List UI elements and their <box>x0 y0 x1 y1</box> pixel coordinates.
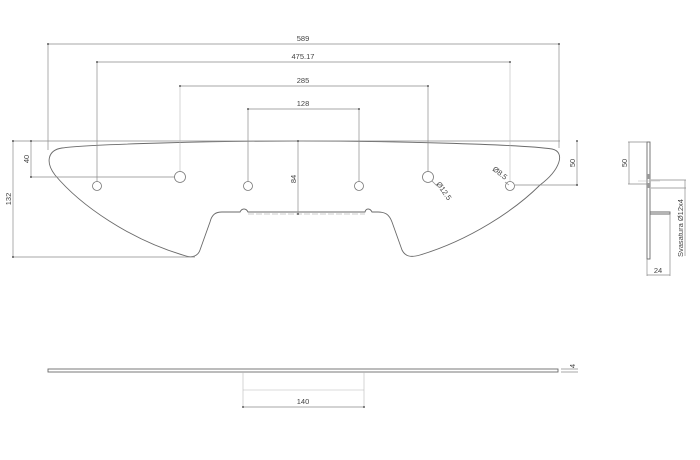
callout-d8-5: Ø8.5 <box>491 164 509 181</box>
dim-label-side-24: 24 <box>654 266 662 275</box>
countersink-mark <box>647 183 650 188</box>
dim-label-50: 50 <box>568 159 577 167</box>
dim-tick <box>558 43 560 45</box>
dim-tick <box>509 61 511 63</box>
side-bracket <box>650 211 671 215</box>
dim-label-132: 132 <box>4 193 13 206</box>
dim-tick <box>12 140 14 142</box>
hole-large <box>174 171 186 183</box>
dim-tick <box>576 140 578 142</box>
plate-outline <box>48 140 561 258</box>
side-plate <box>646 141 651 260</box>
dim-label-side-50: 50 <box>620 159 629 167</box>
dim-label-84: 84 <box>289 175 298 183</box>
dim-tick <box>47 43 49 45</box>
dim-tick <box>247 108 249 110</box>
dim-tick <box>358 108 360 110</box>
dim-label-285: 285 <box>297 76 310 85</box>
dim-tick <box>297 140 299 142</box>
dim-label-thickness: 4 <box>568 364 577 368</box>
bottom-view: 140 4 <box>47 364 578 408</box>
dim-tick <box>12 256 14 258</box>
dim-tick <box>96 61 98 63</box>
countersink-mark <box>647 174 650 179</box>
dim-tick <box>576 184 578 186</box>
dim-tick <box>179 85 181 87</box>
hole-large <box>422 171 434 183</box>
dim-label-475-17: 475.17 <box>292 52 315 61</box>
dim-label-140: 140 <box>297 397 310 406</box>
dim-label-128: 128 <box>297 99 310 108</box>
front-view: 589 475.17 285 128 132 40 <box>4 34 578 258</box>
dim-tick <box>30 140 32 142</box>
hole-small <box>505 181 515 191</box>
leader-d8-5 <box>504 181 510 186</box>
dim-tick <box>242 406 244 408</box>
dim-label-40: 40 <box>22 155 31 163</box>
bottom-plate <box>47 368 559 373</box>
dim-label-589: 589 <box>297 34 310 43</box>
countersink-note: Svasatura Ø12x4 <box>676 199 685 257</box>
side-view: 50 Svasatura Ø12x4 24 <box>620 141 686 276</box>
callout-d12-5: Ø12.5 <box>434 180 453 202</box>
dim-tick <box>427 85 429 87</box>
dim-tick <box>363 406 365 408</box>
dim-tick <box>30 176 32 178</box>
dim-tick <box>297 213 299 215</box>
hole-small <box>354 181 364 191</box>
leader-d12-5 <box>431 180 438 187</box>
hole-small <box>243 181 253 191</box>
hole-small <box>92 181 102 191</box>
